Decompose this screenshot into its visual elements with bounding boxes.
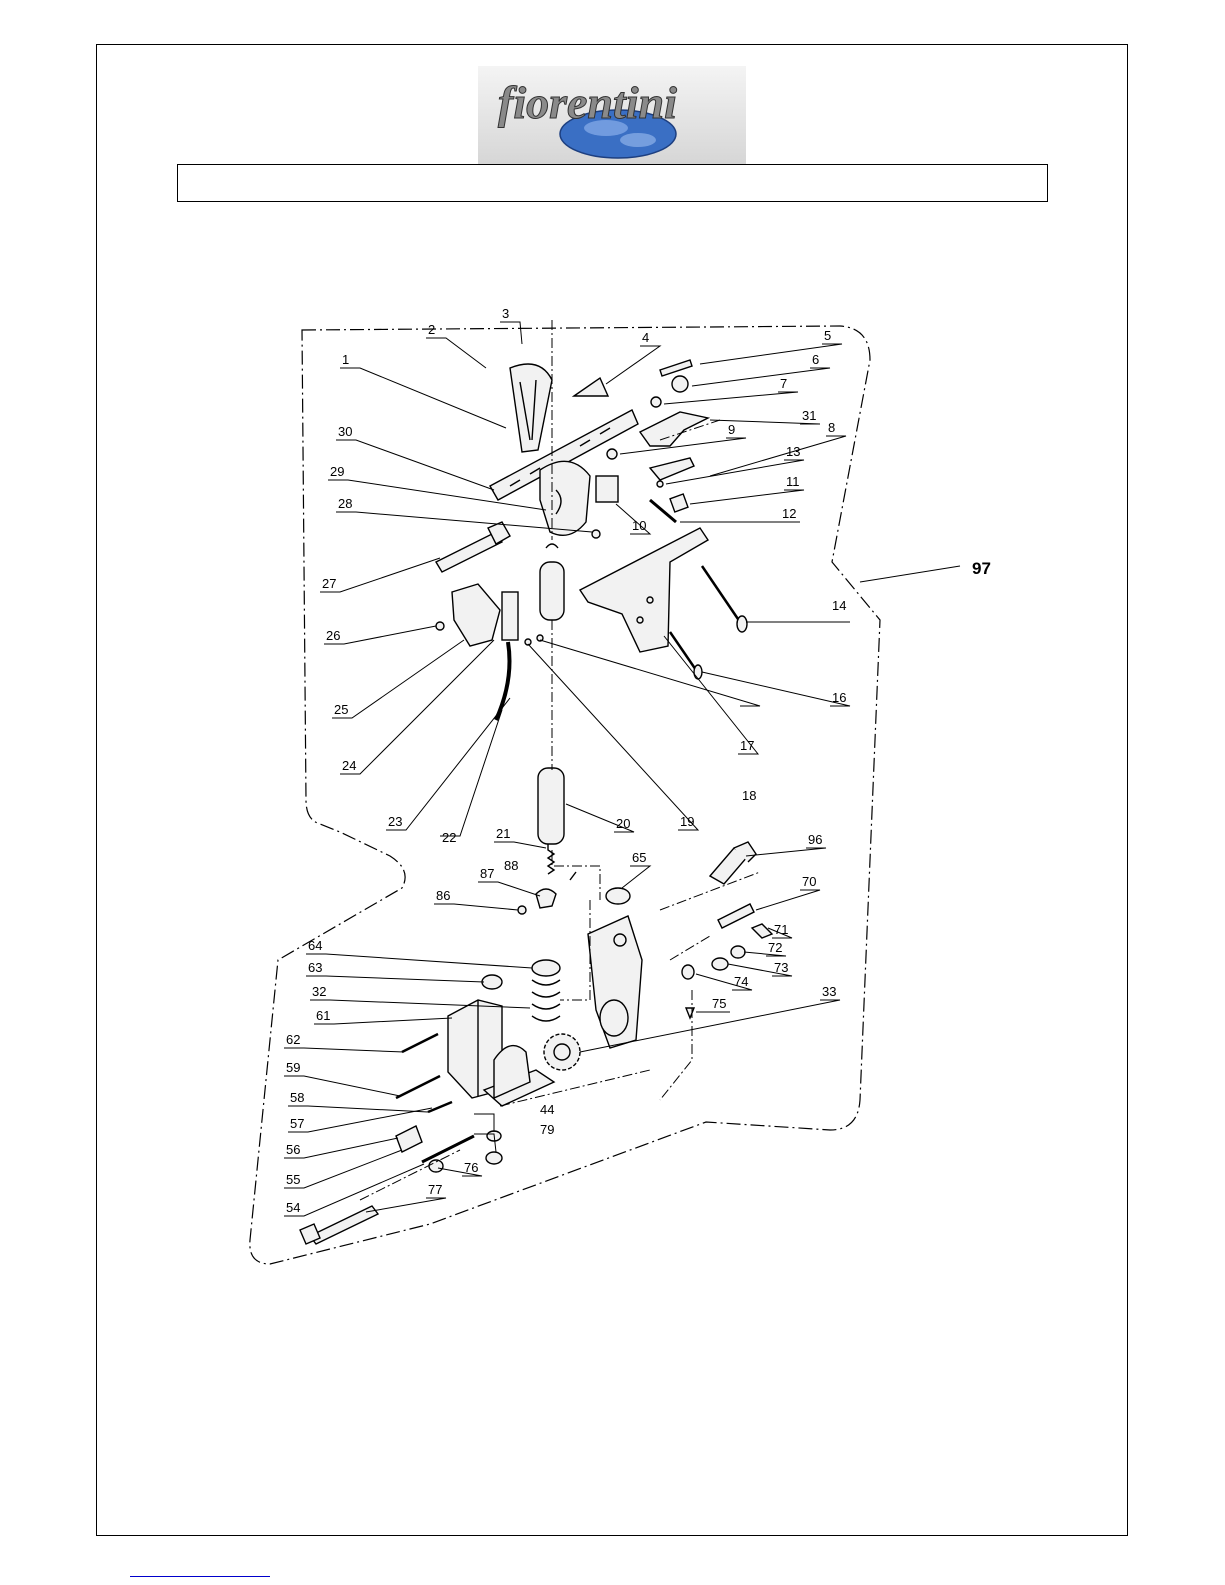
callout-label: 25 (334, 702, 348, 717)
callout-label: 59 (286, 1060, 300, 1075)
callout-label: 2 (428, 322, 435, 337)
callout-labels: 1 2 3 4 5 6 7 8 9 10 11 12 13 14 16 17 1… (286, 306, 991, 1215)
callout-label: 21 (496, 826, 510, 841)
callout-label: 55 (286, 1172, 300, 1187)
callout-label: 6 (812, 352, 819, 367)
callout-label: 87 (480, 866, 494, 881)
callout-label: 7 (780, 376, 787, 391)
callout-label: 12 (782, 506, 796, 521)
callout-label: 56 (286, 1142, 300, 1157)
logo-wordmark: fiorentini (498, 77, 677, 128)
callout-label: 4 (642, 330, 649, 345)
callout-label: 65 (632, 850, 646, 865)
callout-label: 71 (774, 922, 788, 937)
callout-label: 63 (308, 960, 322, 975)
callout-label: 9 (728, 422, 735, 437)
callout-label: 75 (712, 996, 726, 1011)
callout-label: 44 (540, 1102, 554, 1117)
callout-label: 14 (832, 598, 846, 613)
callout-label: 26 (326, 628, 340, 643)
callout-label: 86 (436, 888, 450, 903)
title-box (177, 164, 1048, 202)
callout-label: 74 (734, 974, 748, 989)
callout-label: 22 (442, 830, 456, 845)
callout-label: 10 (632, 518, 646, 533)
callout-label: 32 (312, 984, 326, 999)
leader-lines (284, 322, 960, 1216)
callout-label: 73 (774, 960, 788, 975)
callout-label: 11 (786, 474, 800, 489)
callout-label: 19 (680, 814, 694, 829)
callout-label: 28 (338, 496, 352, 511)
callout-label: 54 (286, 1200, 300, 1215)
callout-label: 1 (342, 352, 349, 367)
callout-label: 30 (338, 424, 352, 439)
brand-logo: fiorentini (478, 66, 746, 164)
callout-label: 76 (464, 1160, 478, 1175)
callout-label: 88 (504, 858, 518, 873)
callout-label: 64 (308, 938, 322, 953)
globe-icon: fiorentini (478, 66, 746, 164)
callout-label: 29 (330, 464, 344, 479)
callout-label: 57 (290, 1116, 304, 1131)
callout-label: 24 (342, 758, 356, 773)
callout-label: 96 (808, 832, 822, 847)
callout-label: 18 (742, 788, 756, 803)
callout-label: 62 (286, 1032, 300, 1047)
callout-label: 31 (802, 408, 816, 423)
callout-label: 77 (428, 1182, 442, 1197)
callout-label: 79 (540, 1122, 554, 1137)
callout-label: 20 (616, 816, 630, 831)
callout-label: 97 (972, 559, 991, 578)
callout-label: 8 (828, 420, 835, 435)
callout-label: 16 (832, 690, 846, 705)
callout-label: 27 (322, 576, 336, 591)
callout-label: 58 (290, 1090, 304, 1105)
callout-label: 5 (824, 328, 831, 343)
callout-label: 33 (822, 984, 836, 999)
parts-artwork (300, 360, 772, 1244)
exploded-parts-diagram: 1 2 3 4 5 6 7 8 9 10 11 12 13 14 16 17 1… (240, 300, 1040, 1280)
callout-label: 23 (388, 814, 402, 829)
callout-label: 61 (316, 1008, 330, 1023)
callout-label: 13 (786, 444, 800, 459)
footer-link-rule (130, 1576, 270, 1577)
callout-label: 17 (740, 738, 754, 753)
callout-label: 70 (802, 874, 816, 889)
callout-label: 72 (768, 940, 782, 955)
callout-label: 3 (502, 306, 509, 321)
